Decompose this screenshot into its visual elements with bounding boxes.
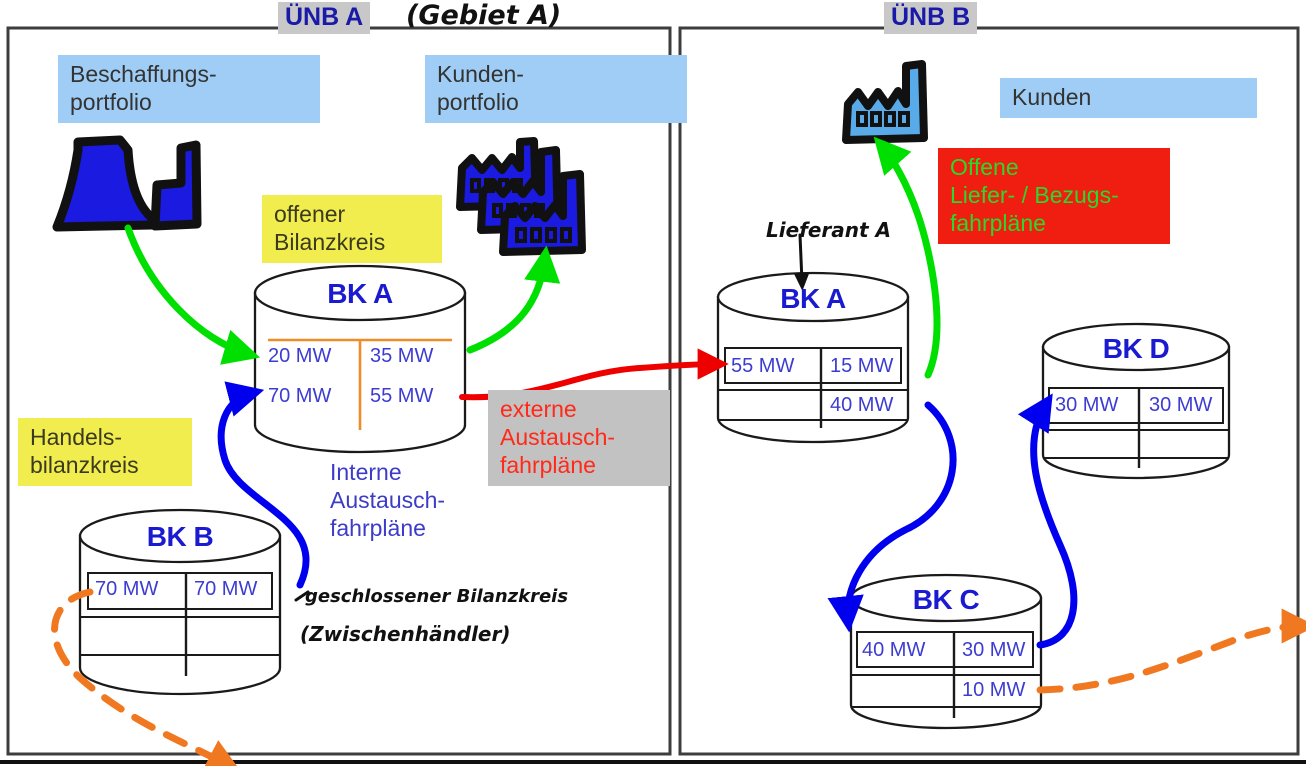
caption-offener-bilanzkreis: offener Bilanzkreis	[262, 195, 442, 264]
caption-kunden: Kunden	[1000, 78, 1257, 119]
bk-a-left-cell-r0c0: 20 MW	[268, 345, 332, 367]
bk-a-left-cell-r0c1: 35 MW	[370, 345, 434, 367]
arrow-dashed-out-right	[1036, 608, 1306, 694]
caption-beschaffungsportfolio: Beschaffungs- portfolio	[58, 55, 320, 124]
bk-b-cell-r0c0: 70 MW	[95, 578, 159, 600]
header-unb-a-handwritten: (Gebiet A)	[406, 0, 562, 31]
arrow-bkb-to-bka	[217, 381, 310, 589]
bk-c-cell-r0c0: 40 MW	[862, 639, 926, 661]
bk-b-label: BK B	[146, 521, 214, 552]
factory-cluster-icon	[456, 137, 586, 256]
factory-icon	[842, 60, 928, 144]
bk-d-cell-r0c1: 30 MW	[1149, 394, 1213, 416]
caption-kundenportfolio: Kunden- portfolio	[425, 55, 687, 124]
bk-a-left-cell-r1c1: 55 MW	[370, 385, 434, 407]
power-plant-icon	[52, 135, 202, 232]
arrow-plant-to-bka	[124, 224, 261, 365]
bk-a-left-cell-r1c0: 70 MW	[268, 385, 332, 407]
bk-d-label: BK D	[1102, 333, 1170, 364]
bk-a-right-cell-r0c1: 15 MW	[830, 355, 894, 377]
bk-c-cell-r1c1: 10 MW	[962, 679, 1026, 701]
caption-handelsbilanzkreis: Handels- bilanzkreis	[18, 418, 192, 487]
bk-a-left-label: BK A	[327, 278, 393, 309]
arrow-supplier-pointer	[793, 233, 810, 291]
arrow-dashed-out-left	[51, 588, 242, 766]
bk-d-cell-r0c0: 30 MW	[1055, 394, 1119, 416]
arrow-bka-to-customers	[466, 245, 561, 354]
caption-offene-liefer-bezugsfahrplaene: Offene Liefer- / Bezugs- fahrpläne	[938, 148, 1170, 245]
header-unb-b: ÜNB B	[884, 2, 978, 34]
bk-a-right-cell-r0c0: 55 MW	[731, 355, 795, 377]
handwritten-closed-bg-line1: geschlossener Bilanzkreis	[305, 586, 569, 607]
bk-a-right-label: BK A	[780, 283, 846, 314]
handwritten-lieferant-a: Lieferant A	[766, 218, 892, 242]
caption-externe-austauschfahrplaene: externe Austausch- fahrpläne	[488, 390, 670, 487]
bk-c-cell-r0c1: 30 MW	[962, 639, 1026, 661]
arrow-bka-right-to-factory	[873, 136, 941, 379]
bk-c-label: BK C	[912, 584, 980, 615]
handwritten-closed-bg-line2: (Zwischenhändler)	[300, 622, 511, 646]
bk-a-right-cell-r1c1: 40 MW	[830, 394, 894, 416]
header-unb-a: ÜNB A	[278, 2, 371, 34]
caption-interne-austauschfahrplaene: Interne Austausch- fahrpläne	[330, 459, 446, 542]
bk-b-cell-r0c1: 70 MW	[194, 578, 258, 600]
